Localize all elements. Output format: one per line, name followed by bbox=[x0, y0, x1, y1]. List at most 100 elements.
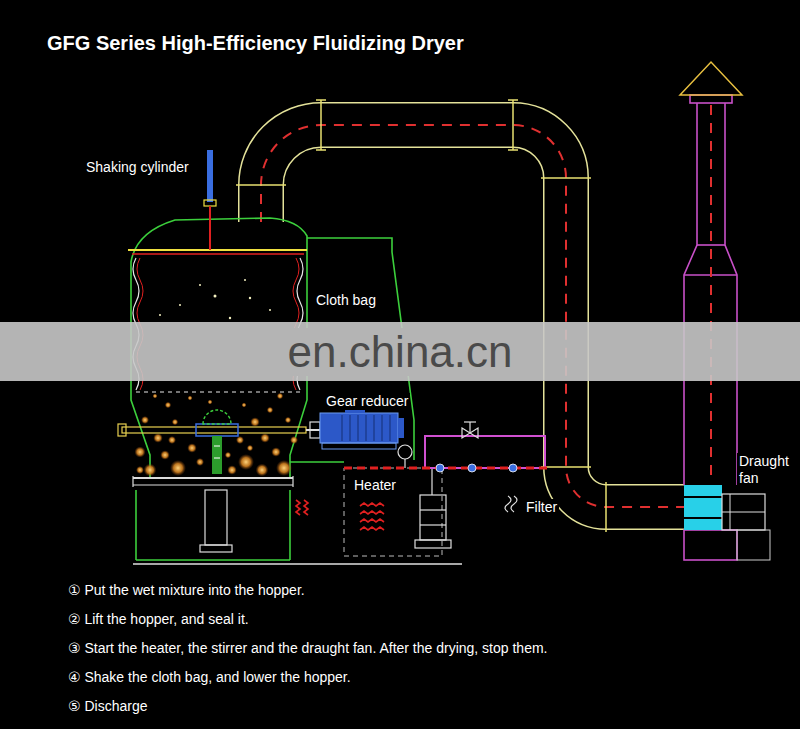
heating-element bbox=[296, 500, 384, 530]
fan-housing bbox=[415, 468, 451, 548]
particle bbox=[260, 433, 270, 443]
heating-element bbox=[296, 500, 300, 515]
distributor-plate bbox=[132, 476, 133, 487]
particle bbox=[242, 403, 247, 408]
watermark-band bbox=[0, 322, 800, 381]
duct-flange bbox=[512, 100, 514, 150]
step-note: ④ Shake the cloth bag, and lower the hop… bbox=[66, 669, 353, 686]
fan-housing bbox=[420, 509, 446, 510]
dust-dot bbox=[159, 314, 161, 316]
heater bbox=[296, 468, 451, 556]
gear-reducer bbox=[342, 415, 390, 441]
particle bbox=[165, 402, 171, 408]
fan-housing bbox=[420, 524, 446, 525]
heating-element bbox=[360, 503, 384, 506]
dryer-vessel bbox=[135, 490, 137, 560]
step-note: ⑤ Discharge bbox=[66, 698, 149, 715]
particle bbox=[141, 416, 149, 424]
draught-fan bbox=[684, 496, 722, 498]
duct-flange bbox=[236, 100, 606, 532]
particle bbox=[188, 396, 193, 401]
shaking-cylinder bbox=[204, 200, 216, 206]
duct-flange bbox=[508, 149, 518, 151]
particle bbox=[277, 393, 283, 399]
particle bbox=[250, 417, 260, 427]
particle bbox=[187, 443, 197, 453]
dryer-vessel bbox=[290, 461, 344, 463]
shaking-cylinder bbox=[204, 150, 216, 250]
gear-reducer bbox=[398, 418, 404, 438]
gear-reducer bbox=[320, 413, 398, 443]
heater bbox=[344, 468, 442, 556]
exhaust-stack bbox=[690, 95, 732, 103]
dust-dot bbox=[179, 304, 181, 306]
air-pipe bbox=[344, 422, 548, 472]
floor-line bbox=[133, 563, 462, 565]
dust-dot bbox=[159, 279, 271, 319]
part-label: Filter bbox=[524, 499, 559, 516]
step-note: ① Put the wet mixture into the hopper. bbox=[66, 582, 307, 599]
air-pipe bbox=[404, 459, 405, 468]
distributor-plate bbox=[292, 476, 293, 487]
particle bbox=[238, 454, 254, 470]
top-plate bbox=[128, 249, 307, 251]
top-plate bbox=[132, 253, 304, 255]
heating-element bbox=[360, 527, 384, 530]
particle bbox=[160, 450, 170, 460]
air-pipe bbox=[398, 445, 412, 459]
particle bbox=[170, 460, 186, 476]
duct-flange bbox=[316, 149, 326, 151]
stack-cap bbox=[680, 62, 742, 95]
dust-dot bbox=[214, 295, 217, 298]
exhaust-stack bbox=[725, 103, 737, 485]
heating-element bbox=[360, 511, 384, 514]
gear-reducer bbox=[373, 415, 375, 441]
dust-dot bbox=[249, 297, 251, 299]
particle bbox=[271, 447, 281, 457]
dryer-vessel bbox=[131, 218, 414, 560]
exhaust-stack bbox=[684, 103, 697, 485]
stirrer bbox=[214, 458, 220, 459]
dust-dot bbox=[229, 317, 231, 319]
air-pipe bbox=[469, 422, 470, 433]
particle bbox=[225, 452, 231, 458]
exhaust-stack bbox=[684, 530, 737, 560]
particle bbox=[144, 464, 157, 477]
duct-flange bbox=[320, 100, 322, 150]
gear-reducer bbox=[389, 415, 391, 441]
particle bbox=[196, 458, 204, 466]
fan-housing bbox=[431, 468, 432, 495]
duct-flange bbox=[236, 184, 286, 186]
filter-symbol bbox=[511, 496, 517, 512]
gear-reducer bbox=[357, 415, 359, 441]
particle bbox=[285, 417, 291, 423]
filter-symbol bbox=[505, 496, 511, 512]
air-pipe bbox=[436, 464, 444, 472]
particle bbox=[290, 436, 298, 444]
shaking-cylinder bbox=[207, 150, 213, 202]
air-duct bbox=[261, 125, 684, 507]
particle bbox=[236, 436, 244, 444]
discharge-pipe bbox=[200, 490, 232, 552]
part-label: Gear reducer bbox=[324, 393, 410, 410]
particle bbox=[208, 400, 213, 405]
fan-housing bbox=[420, 495, 446, 540]
dust-dot bbox=[244, 279, 246, 281]
stirrer bbox=[118, 424, 126, 436]
duct-flange bbox=[541, 177, 591, 179]
particle bbox=[136, 466, 144, 474]
distributor-plate bbox=[133, 484, 293, 485]
duct-flange bbox=[605, 482, 607, 532]
distributor-plate bbox=[133, 476, 293, 487]
stack-centerline bbox=[710, 105, 712, 480]
particle bbox=[153, 394, 158, 399]
discharge-pipe bbox=[205, 490, 227, 545]
stirrer bbox=[203, 410, 231, 424]
draught-fan bbox=[684, 485, 722, 530]
title: GFG Series High-Efficiency Fluidizing Dr… bbox=[47, 31, 464, 55]
particle bbox=[256, 464, 269, 477]
gear-reducer bbox=[365, 415, 367, 441]
stirrer bbox=[212, 436, 222, 474]
gear-reducer bbox=[381, 415, 383, 441]
